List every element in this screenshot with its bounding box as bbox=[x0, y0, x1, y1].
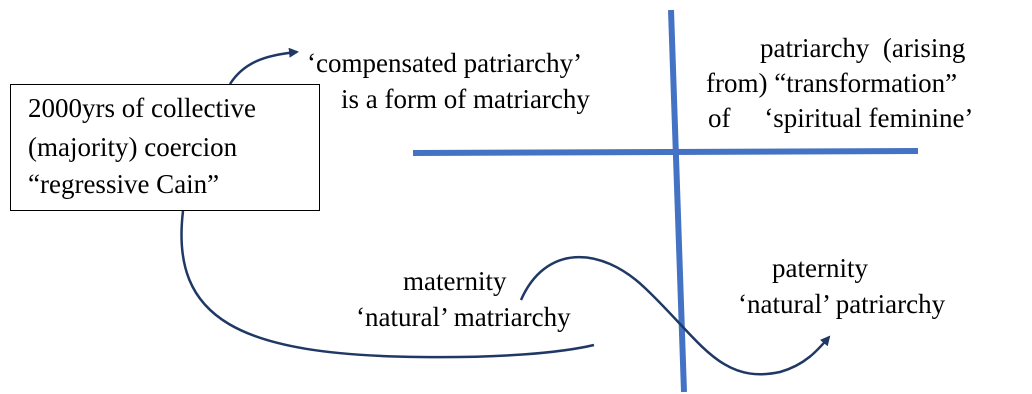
vertical-axis bbox=[668, 9, 687, 393]
curve-box-to-maternity bbox=[180, 210, 595, 359]
box-text-line-2: (majority) coercion bbox=[28, 132, 238, 162]
maternity-line-2: ‘natural’ matriarchy bbox=[356, 302, 571, 332]
transformation-line-3: of ‘spiritual feminine’ bbox=[708, 103, 974, 133]
maternity-line-1: maternity bbox=[403, 266, 507, 296]
collective-coercion-box bbox=[10, 84, 320, 211]
arrow-box-to-compensated bbox=[228, 47, 299, 85]
compensated-patriarchy-line-2: is a form of matriarchy bbox=[341, 84, 590, 114]
box-text-line-3: “regressive Cain” bbox=[28, 169, 220, 199]
transformation-line-2: from) “transformation” bbox=[706, 68, 958, 98]
box-text-line-1: 2000yrs of collective bbox=[28, 93, 256, 123]
paternity-line-1: paternity bbox=[772, 253, 868, 283]
arrow-maternity-to-paternity bbox=[519, 256, 831, 376]
horizontal-axis bbox=[412, 148, 919, 156]
transformation-line-1: patriarchy (arising bbox=[760, 33, 966, 63]
paternity-line-2: ‘natural’ patriarchy bbox=[738, 289, 946, 319]
compensated-patriarchy-line-1: ‘compensated patriarchy’ bbox=[307, 48, 583, 78]
